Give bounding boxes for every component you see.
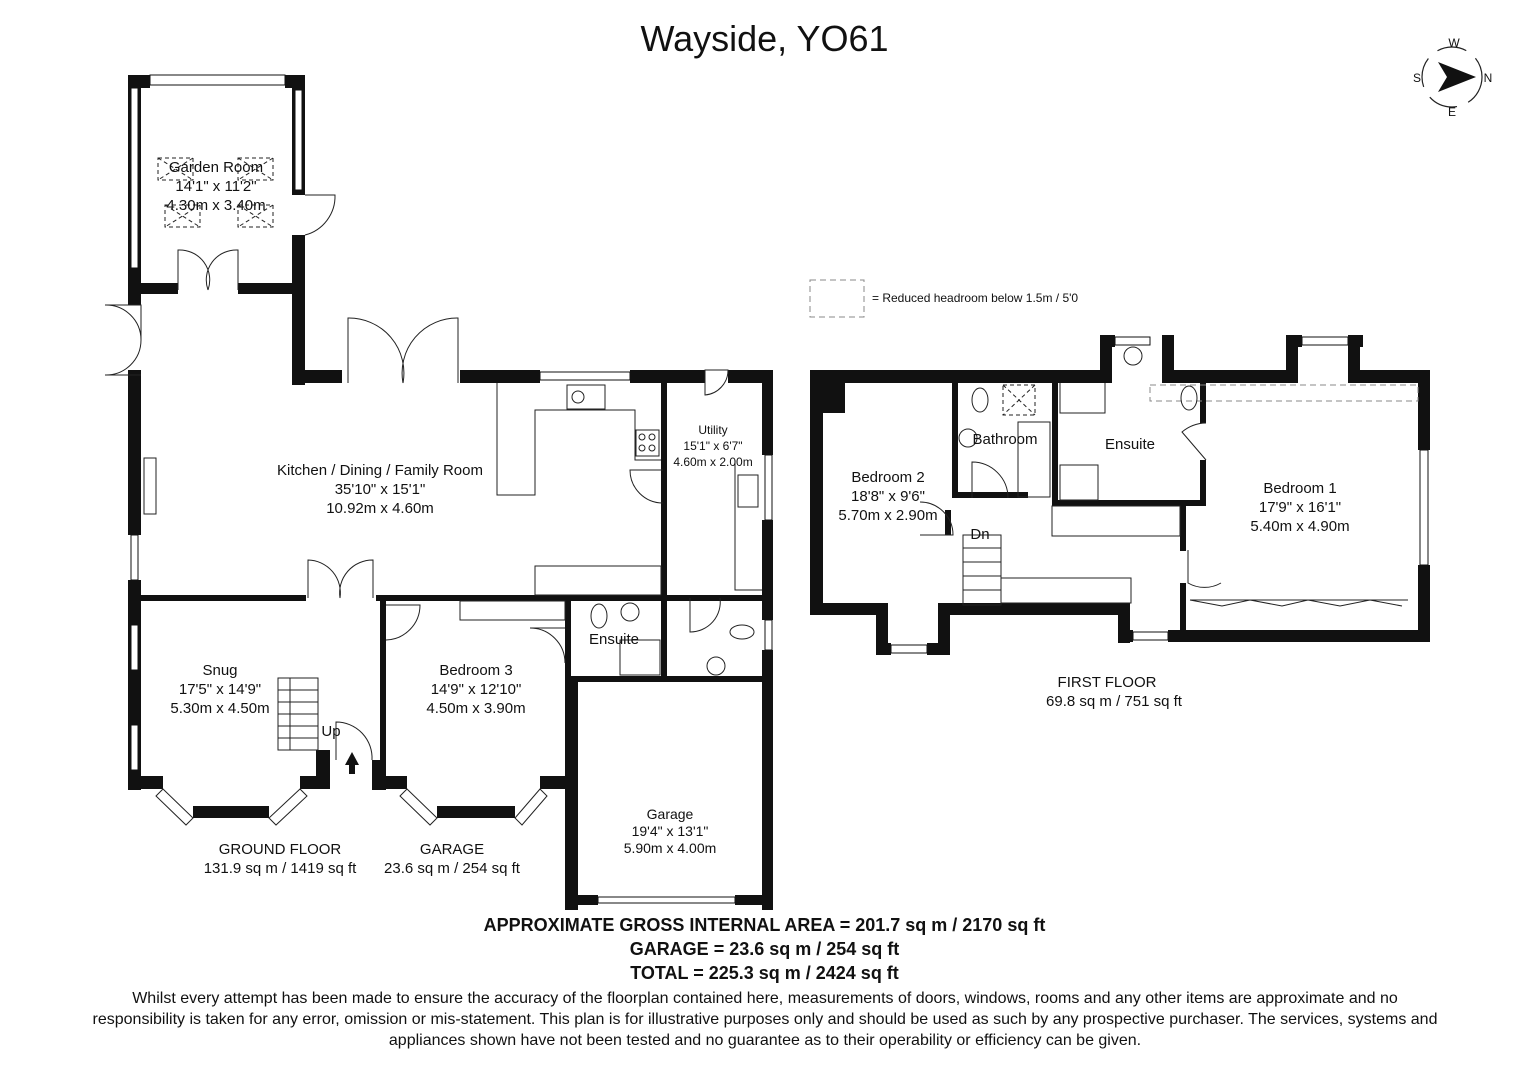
bedroom-2-label: Bedroom 2 18'8" x 9'6" 5.70m x 2.90m bbox=[838, 469, 937, 524]
svg-text:18'8" x 9'6": 18'8" x 9'6" bbox=[851, 488, 925, 505]
svg-text:4.60m x 2.00m: 4.60m x 2.00m bbox=[673, 455, 752, 469]
svg-text:Bedroom 2: Bedroom 2 bbox=[851, 469, 924, 486]
svg-text:5.90m x 4.00m: 5.90m x 4.00m bbox=[624, 840, 717, 856]
compass-n-label: N bbox=[1484, 71, 1493, 85]
headroom-legend: = Reduced headroom below 1.5m / 5'0 bbox=[809, 279, 1078, 318]
compass-w-label: W bbox=[1448, 36, 1460, 50]
svg-text:35'10" x 15'1": 35'10" x 15'1" bbox=[335, 481, 426, 498]
svg-text:Garage: Garage bbox=[647, 806, 694, 822]
ground-floor-fixtures bbox=[104, 157, 762, 826]
svg-text:Snug: Snug bbox=[202, 662, 237, 679]
first-floor-area: FIRST FLOOR 69.8 sq m / 751 sq ft bbox=[1046, 674, 1183, 710]
svg-text:Utility: Utility bbox=[698, 423, 727, 437]
compass-e-label: E bbox=[1448, 105, 1456, 119]
ground-floor-windows bbox=[130, 74, 773, 904]
svg-text:14'9" x 12'10": 14'9" x 12'10" bbox=[431, 681, 522, 698]
compass-rose: W N S E bbox=[1413, 36, 1492, 119]
svg-text:FIRST FLOOR: FIRST FLOOR bbox=[1058, 674, 1157, 691]
svg-text:Bedroom 3: Bedroom 3 bbox=[439, 662, 512, 679]
bedroom-1-label: Bedroom 1 17'9" x 16'1" 5.40m x 4.90m bbox=[1250, 480, 1349, 535]
ground-floor-area: GROUND FLOOR 131.9 sq m / 1419 sq ft bbox=[204, 841, 357, 877]
garden-room-label: Garden Room 14'1" x 11'2" 4.30m x 3.40m bbox=[166, 159, 265, 214]
bedroom-3-label: Bedroom 3 14'9" x 12'10" 4.50m x 3.90m bbox=[426, 662, 525, 717]
first-floor-fixtures bbox=[919, 346, 1419, 607]
ground-ensuite-label: Ensuite bbox=[589, 631, 639, 648]
svg-text:23.6 sq m / 254 sq ft: 23.6 sq m / 254 sq ft bbox=[384, 860, 521, 877]
svg-text:15'1" x 6'7": 15'1" x 6'7" bbox=[683, 439, 742, 453]
entrance-arrow-icon bbox=[345, 752, 359, 774]
plan-title: Wayside, YO61 bbox=[640, 18, 889, 59]
svg-text:Kitchen / Dining / Family Room: Kitchen / Dining / Family Room bbox=[277, 462, 483, 479]
first-floor-windows bbox=[890, 336, 1429, 654]
utility-label: Utility 15'1" x 6'7" 4.60m x 2.00m bbox=[673, 423, 752, 469]
gross-internal-area: APPROXIMATE GROSS INTERNAL AREA = 201.7 … bbox=[483, 915, 1046, 935]
svg-text:GARAGE: GARAGE bbox=[420, 841, 484, 858]
reduced-headroom-swatch bbox=[809, 279, 865, 318]
legend-text: = Reduced headroom below 1.5m / 5'0 bbox=[872, 291, 1078, 305]
svg-text:4.50m x 3.90m: 4.50m x 3.90m bbox=[426, 700, 525, 717]
snug-label: Snug 17'5" x 14'9" 5.30m x 4.50m bbox=[170, 662, 269, 717]
svg-text:5.70m x 2.90m: 5.70m x 2.90m bbox=[838, 507, 937, 524]
svg-text:17'9" x 16'1": 17'9" x 16'1" bbox=[1259, 499, 1341, 516]
north-arrow-icon bbox=[1438, 62, 1476, 92]
svg-text:Bedroom 1: Bedroom 1 bbox=[1263, 480, 1336, 497]
first-ensuite-label: Ensuite bbox=[1105, 436, 1155, 453]
svg-text:10.92m x 4.60m: 10.92m x 4.60m bbox=[326, 500, 434, 517]
garage-label: Garage 19'4" x 13'1" 5.90m x 4.00m bbox=[624, 806, 717, 856]
svg-text:69.8 sq m / 751 sq ft: 69.8 sq m / 751 sq ft bbox=[1046, 693, 1183, 710]
disclaimer-text: Whilst every attempt has been made to en… bbox=[92, 990, 1438, 1049]
kitchen-label: Kitchen / Dining / Family Room 35'10" x … bbox=[277, 462, 483, 517]
svg-text:19'4" x 13'1": 19'4" x 13'1" bbox=[632, 823, 709, 839]
svg-text:14'1" x 11'2": 14'1" x 11'2" bbox=[175, 178, 256, 195]
svg-text:131.9 sq m / 1419 sq ft: 131.9 sq m / 1419 sq ft bbox=[204, 860, 357, 877]
garage-total: GARAGE = 23.6 sq m / 254 sq ft bbox=[629, 939, 900, 959]
compass-s-label: S bbox=[1413, 71, 1421, 85]
bathroom-label: Bathroom bbox=[972, 431, 1037, 448]
stairs-up-label: Up bbox=[321, 723, 340, 740]
svg-text:4.30m x 3.40m: 4.30m x 3.40m bbox=[166, 197, 265, 214]
svg-text:17'5" x 14'9": 17'5" x 14'9" bbox=[179, 681, 261, 698]
svg-text:5.40m x 4.90m: 5.40m x 4.90m bbox=[1250, 518, 1349, 535]
stairs-down-label: Dn bbox=[970, 526, 989, 543]
garage-area: GARAGE 23.6 sq m / 254 sq ft bbox=[384, 841, 521, 877]
svg-text:5.30m x 4.50m: 5.30m x 4.50m bbox=[170, 700, 269, 717]
first-floor-plan bbox=[810, 335, 1430, 655]
svg-text:Garden Room: Garden Room bbox=[169, 159, 263, 176]
svg-text:GROUND FLOOR: GROUND FLOOR bbox=[219, 841, 342, 858]
overall-total: TOTAL = 225.3 sq m / 2424 sq ft bbox=[630, 963, 899, 983]
